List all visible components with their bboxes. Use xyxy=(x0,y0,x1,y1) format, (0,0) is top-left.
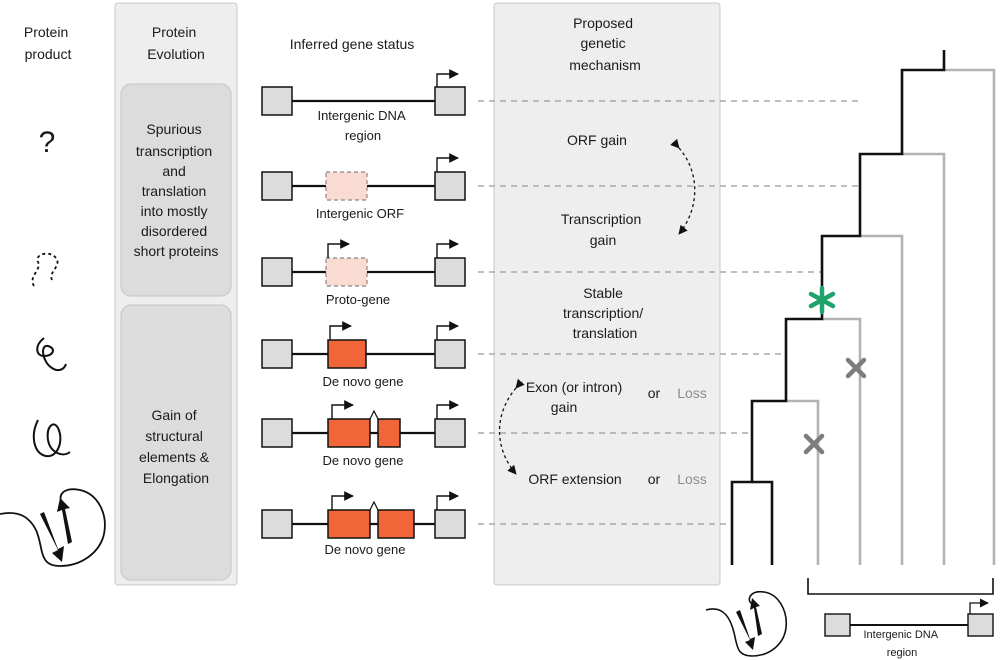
loss-cross-icon-upper xyxy=(845,357,867,379)
label-de-novo-gene-2: De novo gene xyxy=(323,453,404,468)
unknown-product-icon: ? xyxy=(39,126,56,159)
lineage-bracket xyxy=(807,578,994,595)
label-intergenic-orf: Intergenic ORF xyxy=(316,206,404,221)
header-proposed-mechanism: Proposed genetic mechanism xyxy=(569,15,641,73)
gene-row-de-novo-3 xyxy=(261,491,730,539)
mechanism-loss-1: Loss xyxy=(677,385,707,401)
gene-origin-star-icon xyxy=(808,285,836,315)
header-protein-evolution: Protein Evolution xyxy=(147,24,205,62)
header-inferred-gene-status: Inferred gene status xyxy=(290,36,415,52)
stage-box-gain xyxy=(120,304,232,581)
mechanism-or-1: or xyxy=(648,385,661,401)
disordered-peptide-icon xyxy=(31,252,59,287)
gene-row-intergenic-orf xyxy=(261,153,860,201)
label-intergenic-dna: Intergenic DNA region xyxy=(317,108,408,143)
gene-row-intergenic-dna xyxy=(261,69,860,116)
bottom-protein-icon xyxy=(705,590,788,657)
mechanism-orf-gain: ORF gain xyxy=(567,132,627,148)
mechanism-orf-extension: ORF extension xyxy=(528,471,621,487)
label-de-novo-gene-1: De novo gene xyxy=(323,374,404,389)
mechanism-stable: Stable transcription/ translation xyxy=(563,285,647,341)
label-proto-gene: Proto-gene xyxy=(326,292,390,307)
stage-label-spurious: Spurious transcription and translation i… xyxy=(134,121,219,259)
bottom-intergenic-dna-diagram xyxy=(824,598,994,637)
mechanism-transcription-gain: Transcription gain xyxy=(561,211,645,248)
mechanism-or-2: or xyxy=(648,471,661,487)
stage-box-spurious xyxy=(120,83,232,297)
phylogenetic-tree xyxy=(730,50,996,565)
label-de-novo-gene-3: De novo gene xyxy=(325,542,406,557)
mechanism-panel xyxy=(493,2,721,586)
stage-label-gain: Gain of structural elements & Elongation xyxy=(139,407,213,486)
beta-sheet-protein-icon xyxy=(0,488,106,567)
loss-cross-icon-lower xyxy=(803,433,825,455)
short-peptide-icon xyxy=(36,337,67,372)
gene-row-de-novo-2 xyxy=(261,400,752,448)
gene-row-de-novo-1 xyxy=(261,321,785,369)
gene-row-proto-gene xyxy=(261,239,822,287)
mechanism-loss-2: Loss xyxy=(677,471,707,487)
mechanism-exon-gain: Exon (or intron) gain xyxy=(526,379,626,415)
header-protein-product: Protein product xyxy=(24,24,72,62)
folded-peptide-icon xyxy=(32,419,71,458)
bottom-intergenic-dna-label: Intergenic DNA region xyxy=(863,629,940,659)
